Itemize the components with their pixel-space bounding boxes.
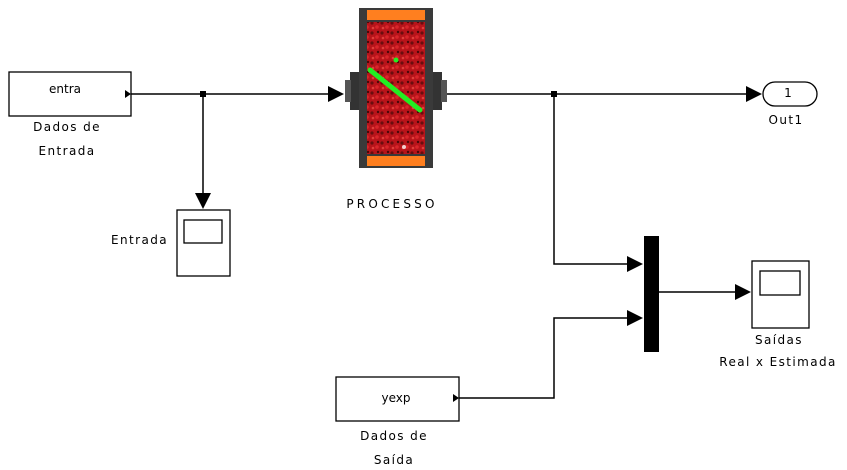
- yexp-label-line1: Dados de: [360, 429, 428, 443]
- entrada-scope-block[interactable]: [177, 210, 230, 276]
- entra-value: entra: [49, 82, 81, 96]
- entrada-scope-label: Entrada: [111, 233, 168, 247]
- process-label: PROCESSO: [346, 197, 437, 211]
- arrow-to-process: [328, 86, 344, 102]
- scope-icon: [760, 271, 800, 295]
- outport-out1-block[interactable]: 1: [763, 82, 817, 106]
- from-workspace-entra-block[interactable]: entra: [9, 72, 131, 116]
- outport-label: Out1: [769, 113, 804, 127]
- arrow-mux-in2: [627, 310, 643, 326]
- saidas-scope-label-line2: Real x Estimada: [719, 355, 837, 369]
- mux-bar-icon[interactable]: [644, 236, 659, 352]
- arrow-to-saidas-scope: [735, 284, 751, 300]
- arrow-to-out1: [746, 86, 762, 102]
- entra-label-line1: Dados de: [33, 120, 101, 134]
- entra-label-line2: Entrada: [39, 144, 96, 158]
- outport-number: 1: [784, 86, 792, 100]
- saidas-scope-block[interactable]: [752, 261, 809, 328]
- process-block[interactable]: [345, 8, 447, 168]
- yexp-label-line2: Saída: [374, 453, 414, 467]
- saidas-scope-label-line1: Saídas: [755, 333, 803, 347]
- scope-icon: [184, 220, 222, 243]
- yexp-value: yexp: [382, 391, 411, 405]
- arrow-to-entrada-scope: [195, 193, 211, 209]
- from-workspace-yexp-block[interactable]: yexp: [336, 377, 459, 421]
- arrow-mux-in1: [627, 256, 643, 272]
